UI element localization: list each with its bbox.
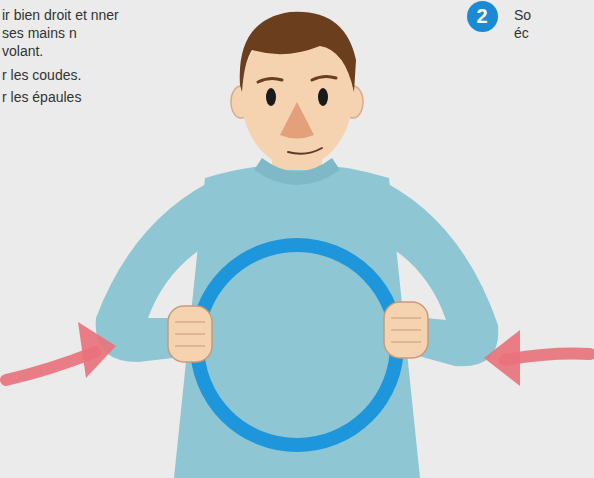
step-number: 2 bbox=[467, 1, 498, 32]
callout-number: 2 bbox=[476, 5, 487, 28]
right-hand bbox=[384, 302, 428, 358]
instruction-text: ir bien droit et nner ses mains n volant… bbox=[2, 6, 120, 60]
instruction-text: éc bbox=[514, 24, 584, 42]
right-arm bbox=[362, 176, 498, 366]
left-arm bbox=[96, 176, 232, 362]
head bbox=[231, 12, 363, 167]
left-hand bbox=[168, 306, 212, 362]
instruction-text: r les coudes. bbox=[2, 66, 132, 84]
instruction-text: r les épaules bbox=[2, 88, 132, 106]
elbow-arrow bbox=[484, 330, 590, 386]
elbow-arrow bbox=[6, 322, 116, 380]
steering-wheel bbox=[197, 245, 397, 445]
instruction-text: So bbox=[514, 6, 584, 24]
